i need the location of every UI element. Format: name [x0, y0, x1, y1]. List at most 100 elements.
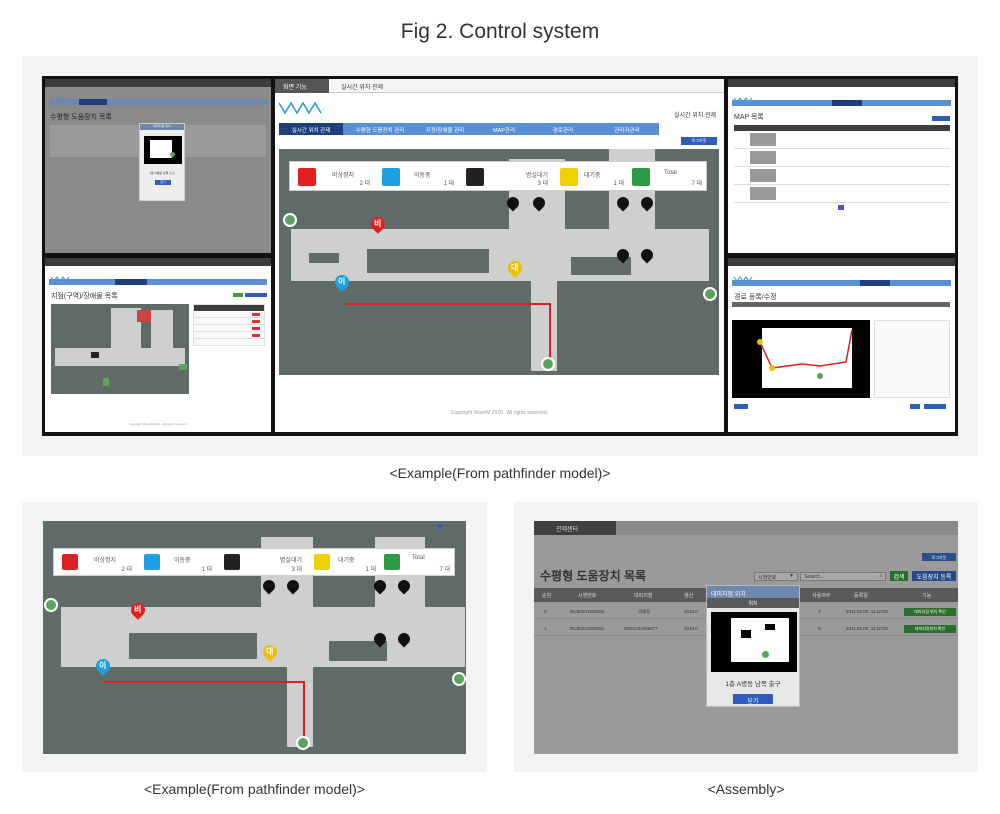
example-legend: 비상정지 2 대 이동중 1 대 병실대기 3 대 대기중 1 대 Total …	[53, 548, 455, 576]
topbar	[728, 258, 955, 266]
mini-screen-obstacle: 지점(구역)/장애물 목록 Copyright WaveM 2020.. All…	[45, 258, 271, 432]
assembly-logout-button[interactable]: 로그아웃	[922, 553, 956, 561]
map-register-button[interactable]	[932, 116, 950, 121]
add-device-button[interactable]: 도움장치 등록	[912, 571, 956, 581]
cell-prod: 2019.0	[684, 609, 698, 614]
main-topbar: 화면 기능 실시간 위치 관제	[275, 79, 724, 93]
route-delete-button[interactable]	[924, 404, 946, 409]
col-prod: 생산	[684, 593, 694, 599]
assembly-tab[interactable]: 관제센터	[534, 521, 616, 535]
exit-icon[interactable]	[452, 672, 466, 686]
cell-no: 1	[544, 626, 547, 631]
logout-label: 로그아웃	[931, 555, 947, 560]
topbar	[45, 79, 271, 87]
search-input[interactable]: Search... ⌕	[800, 572, 886, 581]
legend-moving[interactable]: 이동중 1 대	[136, 549, 216, 575]
chevron-down-icon: ▼	[789, 573, 794, 579]
caption-bottom-right: <Assembly>	[707, 781, 785, 797]
nav-item-route[interactable]: 경로관리	[552, 128, 574, 134]
assembly-heading: 수평형 도움장치 목록	[540, 569, 647, 583]
nav-item-realtime[interactable]: 실시간 위치 관제	[279, 123, 343, 135]
cell-date: 2011.03.05. 11:10:05	[846, 609, 888, 614]
nav-item-devices[interactable]: 수평형 도움장치 관리	[355, 128, 405, 134]
cell-place: SN51234456677	[624, 626, 658, 631]
popup-caption: 1층 A병동 남쪽 출구	[725, 681, 781, 688]
bed-icon	[384, 554, 400, 570]
search-button[interactable]	[233, 293, 243, 297]
search-placeholder: Search...	[804, 574, 825, 580]
popup-close-button[interactable]: 닫기	[733, 694, 773, 705]
nav-bar[interactable]	[49, 279, 267, 285]
locate-button[interactable]: 대피지점 위치 확인	[904, 608, 956, 616]
nav-item-admin[interactable]: 관리자관리	[614, 128, 640, 134]
cell-date: 2011.03.05. 11:10:05	[846, 626, 888, 631]
serial-select[interactable]: 시쟁번호 ▼	[754, 572, 798, 581]
popup-close-button[interactable]: 닫기	[155, 180, 171, 185]
mini-screen-map: MAP 목록	[728, 79, 955, 253]
wavem-logo	[733, 269, 754, 282]
col-use: 사용여부	[812, 593, 831, 599]
cell-serial: RCB0201900001	[570, 626, 605, 631]
bed-icon	[314, 554, 330, 570]
col-action: 기능	[922, 593, 932, 599]
legend-emergency[interactable]: 비상정지 2 대	[54, 549, 136, 575]
map-table	[734, 125, 950, 203]
register-button[interactable]	[245, 293, 267, 297]
nav-item-map[interactable]: MAP관리	[492, 128, 516, 134]
route-map	[732, 320, 870, 398]
nav-bar[interactable]	[732, 280, 951, 286]
exit-icon[interactable]	[541, 357, 555, 371]
exit-icon[interactable]	[283, 213, 297, 227]
cell-place: 의료동	[638, 609, 651, 614]
nav-bar[interactable]	[49, 99, 267, 105]
nav-bar[interactable]	[732, 100, 951, 106]
legend-ward-wait[interactable]: 병실대기 3 대	[458, 162, 554, 190]
exit-icon[interactable]	[703, 287, 717, 301]
caption-top: <Example(From pathfinder model)>	[389, 465, 611, 481]
popup-map	[711, 612, 797, 672]
exit-icon[interactable]	[296, 736, 310, 750]
popup-map	[144, 136, 182, 164]
mini-screen-list: 수평형 도움장치 목록 대피지점 위치 1층 A병동 남쪽 출구 닫기	[45, 79, 271, 253]
screen-title: 실시간 위치 관제	[341, 85, 383, 91]
copyright: Copyright WaveM 2020.. All rights reserv…	[450, 410, 549, 416]
bed-icon	[224, 554, 240, 570]
cell-prod: 2019.0	[684, 626, 698, 631]
popup-caption: 1층 A병동 남쪽 출구	[149, 171, 175, 175]
cell-use: Y	[818, 609, 822, 614]
bed-icon	[298, 168, 316, 186]
pagination-current[interactable]	[838, 205, 844, 210]
copyright: Copyright WaveM 2020.. All rights reserv…	[128, 422, 188, 426]
nav-item-obstacles[interactable]: 지정/장애물 관리	[425, 128, 465, 134]
popup-title: 대피지점 위치	[140, 124, 184, 130]
legend-moving[interactable]: 이동중 1 대	[374, 162, 458, 190]
assembly-screen: 관제센터 로그아웃 수평형 도움장치 목록 시쟁번호 ▼ Search... ⌕…	[534, 521, 958, 754]
cell-no: 2	[544, 609, 547, 614]
exit-icon[interactable]	[44, 598, 58, 612]
green-marker	[179, 364, 187, 370]
map-heading: MAP 목록	[734, 114, 764, 121]
wavem-logo	[278, 101, 323, 120]
cell-use: N	[818, 626, 822, 631]
search-button[interactable]: 검색	[890, 571, 908, 581]
legend-standby[interactable]: 대기중 1 대	[554, 162, 630, 190]
route-save-button[interactable]	[910, 404, 920, 409]
obstacle-heading: 지점(구역)/장애물 목록	[51, 293, 118, 300]
page-heading: 실시간 위치 관제	[674, 113, 716, 119]
status-legend: 비상정지 2 대 이동중 1 대 병실대기 3 대 대기중 1 대 Total …	[289, 161, 707, 191]
legend-standby[interactable]: 대기중 1 대	[308, 549, 382, 575]
obstacle-marker[interactable]	[91, 352, 99, 358]
tab-label[interactable]: 화면 기능	[275, 79, 329, 93]
topbar	[728, 79, 955, 87]
route-list-button[interactable]	[734, 404, 748, 409]
legend-total[interactable]: Total 7 대	[382, 549, 456, 575]
evac-location-popup: 대피지점 위치 위치 1층 A병동 남쪽 출구 닫기	[706, 585, 800, 707]
evac-popup: 대피지점 위치 1층 A병동 남쪽 출구 닫기	[139, 123, 185, 201]
selected-zone[interactable]	[137, 310, 151, 322]
mini-screen-route: 경로 등록/수정	[728, 258, 955, 432]
legend-emergency[interactable]: 비상정지 2 대	[290, 162, 374, 190]
logout-button[interactable]: 로그아웃	[681, 137, 717, 145]
legend-total[interactable]: Total 7 대	[630, 162, 708, 190]
legend-ward-wait[interactable]: 병실대기 3 대	[216, 549, 308, 575]
locate-button[interactable]: 대피지점위치 확인	[904, 625, 956, 633]
